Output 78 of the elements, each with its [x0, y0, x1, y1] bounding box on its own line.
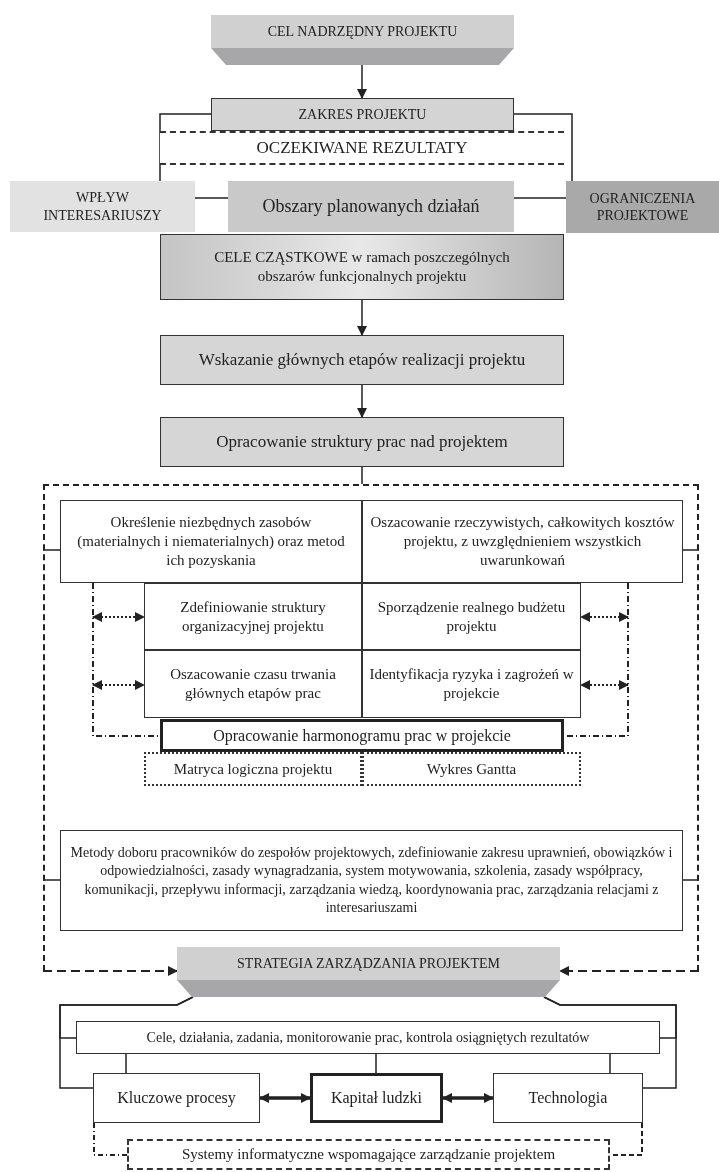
process-box	[362, 583, 581, 650]
connector-line	[159, 113, 212, 182]
thick-process-box	[310, 1073, 443, 1123]
process-box	[144, 650, 362, 718]
connector-line	[42, 549, 61, 551]
connector-line	[92, 582, 161, 737]
connector-line	[543, 996, 677, 1039]
connector-line	[375, 1053, 377, 1074]
connector-line	[513, 197, 567, 199]
process-box	[493, 1073, 643, 1123]
arrow	[42, 966, 178, 976]
connector-line	[682, 879, 700, 881]
banner-label: CEL NADRZĘDNY PROJEKTU	[267, 23, 458, 41]
arrow	[259, 1093, 311, 1103]
connector-line	[194, 197, 229, 199]
process-box	[60, 500, 362, 583]
process-box	[144, 583, 362, 650]
process-box	[160, 417, 564, 467]
box-label: Opracowanie harmonogramu prac w projekcie	[213, 725, 511, 747]
box-label: Sporządzenie realnego budżetu projektu	[376, 597, 567, 636]
connector-line	[609, 1053, 611, 1074]
process-box	[160, 234, 564, 300]
process-box	[60, 830, 683, 931]
arrow	[357, 299, 367, 336]
process-box	[93, 1073, 260, 1123]
box-label: Wykres Gantta	[426, 759, 517, 779]
box-label: Systemy informatyczne wspomagające zarządzanie projektem	[181, 1145, 556, 1165]
process-box	[362, 500, 683, 583]
arrow	[580, 612, 629, 622]
process-box	[76, 1021, 660, 1054]
arrow	[92, 612, 145, 622]
process-box	[144, 752, 362, 786]
box-label: Kluczowe procesy	[117, 1088, 236, 1109]
thick-process-box	[160, 719, 564, 752]
title-banner	[211, 15, 514, 65]
arrow	[559, 966, 700, 976]
arrow	[580, 680, 629, 690]
arrow	[357, 64, 367, 99]
title-banner	[177, 947, 560, 997]
process-box	[160, 335, 564, 385]
connector-line	[682, 549, 700, 551]
box-label: ZAKRES PROJEKTU	[298, 106, 427, 124]
process-box	[127, 1139, 610, 1170]
box-label: Wskazanie głównych etapów realizacji projektu	[198, 349, 526, 372]
connector-line	[361, 466, 363, 485]
box-label: Matryca logiczna projektu	[173, 759, 333, 779]
banner-label: STRATEGIA ZARZĄDZANIA PROJEKTEM	[237, 955, 500, 973]
box-label: Oszacowanie rzeczywistych, całkowitych kosztów projektu, z uwzględnieniem wszystkich uwarunkowań	[369, 513, 676, 570]
connector-line	[93, 1122, 128, 1156]
box-label: Identyfikacja ryzyka i zagrożeń w projekcie	[368, 665, 575, 703]
box-label: OCZEKIWANE REZULTATY	[256, 137, 468, 160]
box-label: Opracowanie struktury prac nad projektem	[216, 431, 508, 454]
box-label: Obszary planowanych działań	[262, 195, 480, 218]
connector-line	[125, 1053, 127, 1074]
box-label: Zdefiniowanie struktury organizacyjnej projektu	[179, 597, 327, 636]
process-box	[362, 650, 581, 718]
box-label: Oszacowanie czasu trwania głównych etapów prac	[169, 665, 337, 703]
dashed-band	[160, 131, 564, 165]
arrow	[92, 680, 145, 690]
dashed-frame	[43, 484, 699, 971]
arrow	[357, 384, 367, 418]
process-box	[228, 181, 514, 232]
process-box	[362, 752, 581, 786]
box-label: WPŁYW INTERESARIUSZY	[43, 189, 162, 224]
connector-line	[59, 996, 194, 1039]
arrow	[442, 1093, 494, 1103]
side-label-box	[10, 181, 195, 232]
connector-line	[42, 879, 61, 881]
box-label: Technologia	[528, 1088, 608, 1109]
box-label: Określenie niezbędnych zasobów (materialnych i niematerialnych) oraz metod ich pozyskania	[76, 513, 346, 570]
box-label: Metody doboru pracowników do zespołów projektowych, zdefiniowanie zakresu uprawnień, obowiązków i odpowiedzialności, zasady wynagradzania, system motywowania, szkolenia, zasady współpracy, komunikacji, przepływu informacji, zarządzania wiedzą, koordynowania prac, zarządzania relacjami z interesariuszami	[69, 844, 674, 917]
process-box	[211, 98, 514, 131]
side-label-box	[566, 181, 719, 233]
box-label: Kapitał ludzki	[330, 1088, 423, 1109]
box-label: OGRANICZENIA PROJEKTOWE	[588, 189, 697, 225]
connector-line	[513, 113, 573, 182]
box-label: Cele, działania, zadania, monitorowanie prac, kontrola osiągniętych rezultatów	[146, 1029, 590, 1047]
box-label: CELE CZĄSTKOWE w ramach poszczególnych obszarów funkcjonalnych projektu	[213, 248, 511, 286]
